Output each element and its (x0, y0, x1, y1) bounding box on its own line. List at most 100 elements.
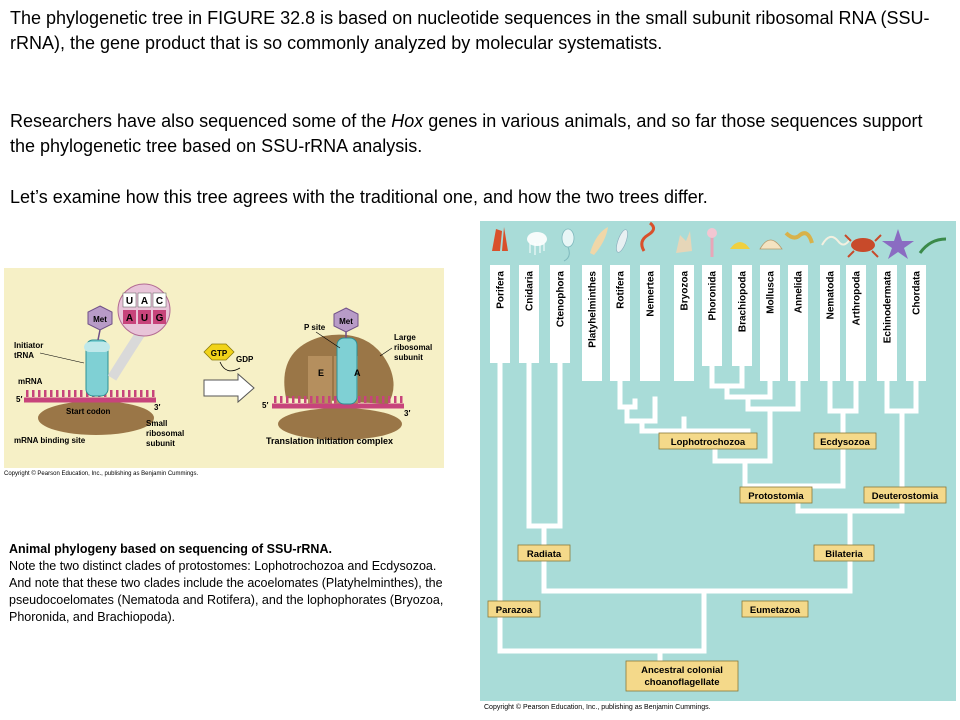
gtp-label: GTP (211, 349, 228, 358)
flatworm-icon (590, 227, 608, 255)
taxon-bar-nemertea (640, 265, 660, 381)
taxon-label-nemertea: Nemertea (646, 271, 657, 317)
a-site-label: A (354, 368, 361, 378)
taxon-bar-phoronida (702, 265, 722, 366)
start-codon-label: Start codon (66, 407, 111, 416)
lophotrochozoa-label: Lophotrochozoa (671, 437, 746, 448)
initiator-label: Initiator (14, 341, 43, 350)
protostomia-label: Protostomia (748, 491, 804, 502)
large-subunit-label-1: Large (394, 333, 416, 342)
clade-labels: Lophotrochozoa Ecdysozoa Protostomia Deu… (487, 432, 947, 692)
large-subunit-label-3: subunit (394, 353, 423, 362)
met-label-right: Met (339, 317, 353, 326)
codon-a: A (126, 313, 133, 324)
e-site-label: E (318, 368, 324, 378)
small-subunit-right (278, 408, 402, 440)
translation-initiation-figure: Met U A C A U G Initiator tRNA mRNA 5′ 3… (4, 268, 444, 468)
taxon-label-cnidaria: Cnidaria (525, 271, 536, 311)
taxon-label-brachiopoda: Brachiopoda (738, 271, 749, 333)
taxon-label-bryozoa: Bryozoa (680, 271, 691, 311)
taxon-label-nematoda: Nematoda (826, 271, 837, 320)
taxon-bar-rotifera (610, 265, 630, 381)
small-subunit-left (38, 401, 154, 435)
taxon-label-rotifera: Rotifera (616, 271, 627, 309)
taxon-label-platyhelminthes: Platyhelminthes (588, 271, 599, 348)
taxon-bar-echinodermata (877, 265, 897, 381)
sea-star-icon (882, 229, 914, 259)
hox-text-before: Researchers have also sequenced some of … (10, 111, 392, 131)
codon-zoom: U A C A U G (117, 283, 171, 337)
compare-paragraph: Let’s examine how this tree agrees with … (10, 187, 708, 207)
lancelet-icon (918, 237, 947, 254)
taxon-label-phoronida: Phoronida (708, 271, 719, 321)
met-label-left: Met (93, 315, 107, 324)
hox-paragraph: Researchers have also sequenced some of … (10, 109, 950, 159)
taxon-label-arthropoda: Arthropoda (852, 271, 863, 326)
phylogenetic-tree: Porifera Cnidaria Ctenophora Platyhelminthe… (480, 221, 956, 701)
crab-icon (844, 234, 882, 258)
anticodon-u: U (126, 296, 133, 307)
mrna-binding-site-label: mRNA binding site (14, 436, 86, 445)
taxon-bar-cnidaria (519, 265, 539, 363)
five-prime-left: 5′ (16, 395, 22, 404)
bilateria-label: Bilateria (825, 549, 863, 560)
parazoa-label: Parazoa (496, 605, 533, 616)
root-label-1: Ancestral colonial (641, 665, 723, 676)
initiator-trna (84, 339, 110, 397)
taxon-bar-platyhelminthes (582, 265, 602, 381)
rotifer-icon (616, 229, 628, 253)
anticodon-a: A (141, 296, 148, 307)
taxon-bar-annelida (788, 265, 808, 381)
gdp-label: GDP (236, 355, 254, 364)
three-prime-left: 3′ (154, 403, 160, 412)
phoronid-icon (707, 228, 717, 257)
taxon-label-annelida: Annelida (794, 271, 805, 314)
p-site-label: P site (304, 323, 326, 332)
large-subunit-label-2: ribosomal (394, 343, 432, 352)
mollusc-icon (759, 239, 783, 250)
phylogeny-figure-credit: Copyright © Pearson Education, Inc., pub… (484, 704, 711, 711)
ribbon-worm-icon (640, 221, 655, 252)
eumetazoa-label: Eumetazoa (750, 605, 801, 616)
translation-figure-credit: Copyright © Pearson Education, Inc., pub… (4, 471, 199, 477)
taxon-label-ctenophora: Ctenophora (556, 271, 567, 328)
small-subunit-label-2: ribosomal (146, 429, 184, 438)
taxon-bar-brachiopoda (732, 265, 752, 366)
hox-text-after: genes in various animals, and so far tho… (10, 111, 923, 156)
taxon-bar-mollusca (760, 265, 780, 381)
taxon-label-echinodermata: Echinodermata (883, 271, 894, 344)
trna-p-site (336, 337, 358, 405)
complex-label: Translation initiation complex (266, 436, 393, 446)
gtp-badge: GTP (203, 343, 235, 361)
radiata-label: Radiata (527, 549, 562, 560)
codon-u: U (141, 313, 148, 324)
animal-icons-strip (492, 221, 947, 262)
trna-label: tRNA (14, 351, 34, 360)
sponge-icon (492, 227, 508, 251)
met-hexagon-left: Met (87, 305, 113, 331)
reaction-arrow (203, 372, 255, 404)
anticodon-c: C (156, 296, 163, 307)
bryozoan-icon (676, 231, 692, 253)
annelid-icon (784, 231, 814, 244)
taxon-bar-arthropoda (846, 265, 866, 381)
figure-caption: Animal phylogeny based on sequencing of … (9, 541, 449, 626)
caption-title: Animal phylogeny based on sequencing of … (9, 542, 332, 556)
mrna-label: mRNA (18, 377, 43, 386)
taxon-label-porifera: Porifera (496, 271, 507, 309)
root-label-2: choanoflagellate (645, 677, 720, 688)
nematode-icon (821, 235, 851, 246)
met-hexagon-right: Met (333, 307, 359, 333)
phylogenetic-tree-figure: Porifera Cnidaria Ctenophora Platyhelminthe… (480, 221, 956, 701)
caption-body: Note the two distinct clades of protosto… (9, 559, 444, 624)
taxon-bar-chordata (906, 265, 926, 381)
brachiopod-icon (730, 242, 750, 249)
taxon-label-chordata: Chordata (912, 271, 923, 315)
small-subunit-label-1: Small (146, 419, 167, 428)
intro-paragraph: The phylogenetic tree in FIGURE 32.8 is … (10, 8, 930, 53)
translation-diagram: Met U A C A U G Initiator tRNA mRNA 5′ 3… (14, 283, 432, 448)
comb-jelly-icon (561, 228, 575, 262)
deuterostomia-label: Deuterostomia (872, 491, 939, 502)
taxon-bar-porifera (490, 265, 510, 363)
jellyfish-icon (527, 232, 547, 255)
